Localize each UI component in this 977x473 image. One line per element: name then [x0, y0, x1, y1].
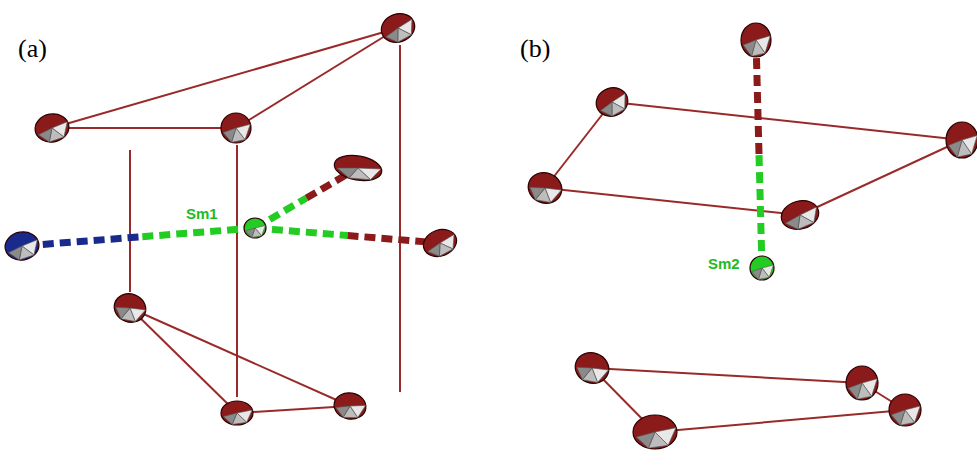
atom-ellipsoid	[221, 401, 253, 425]
atom-ellipsoid	[741, 23, 771, 57]
atom-ellipsoid	[946, 122, 977, 158]
atom-ellipsoid	[592, 83, 632, 120]
atom-ellipsoid	[3, 229, 41, 262]
atom-ellipsoid	[571, 348, 613, 388]
atom-ellipsoid	[750, 256, 774, 280]
atom-ellipsoid	[889, 394, 921, 426]
atoms	[3, 9, 977, 449]
atom-ellipsoid	[221, 113, 251, 143]
edge-line	[612, 102, 962, 140]
edge-line	[130, 308, 350, 406]
edge-line	[129, 150, 131, 292]
atom-label: Sm1	[186, 206, 218, 221]
atom-ellipsoid	[332, 152, 383, 184]
atom-ellipsoid	[110, 289, 150, 326]
edge-line	[236, 28, 398, 128]
edge-line	[545, 102, 612, 188]
panel-label: (b)	[520, 36, 550, 62]
atom-label: Sm2	[708, 256, 740, 271]
edge-line	[236, 145, 238, 397]
atom-ellipsoid	[846, 366, 878, 400]
atom-ellipsoid	[332, 390, 368, 421]
edge-line	[800, 140, 962, 215]
dashed-bond	[139, 228, 256, 237]
atom-ellipsoid	[524, 168, 566, 208]
atom-ellipsoid	[778, 197, 822, 234]
polyhedron-edges	[52, 28, 962, 432]
atom-ellipsoid	[33, 111, 71, 144]
panel-label: (a)	[18, 36, 47, 62]
edge-line	[237, 406, 350, 413]
edge-line	[130, 308, 237, 413]
edge-line	[592, 368, 862, 383]
atom-ellipsoid	[377, 9, 419, 47]
edge-line	[399, 45, 401, 392]
edge-line	[52, 28, 398, 128]
bonds	[22, 40, 762, 268]
dashed-bond	[759, 154, 762, 268]
edge-line	[655, 410, 905, 432]
edge-line	[52, 127, 236, 129]
dashed-bond	[255, 228, 348, 236]
atom-ellipsoid	[420, 225, 461, 261]
atom-ellipsoid	[633, 415, 677, 449]
atom-ellipsoid	[244, 218, 266, 238]
